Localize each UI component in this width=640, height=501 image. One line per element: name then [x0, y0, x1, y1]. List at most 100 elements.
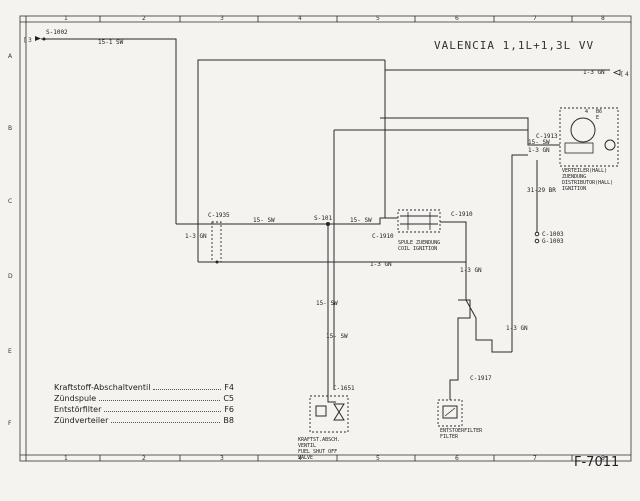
legend-name: Zündverteiler [54, 416, 109, 425]
distributor-cap [570, 117, 596, 143]
wire-coil-feed [384, 60, 398, 219]
node-label-c1910a: C-1910 [451, 211, 473, 218]
distributor-component: 4 B6 E VERTEILER(HALL) ZUENDUNG DISTRIBU… [559, 107, 619, 192]
row-label: C [8, 198, 12, 205]
wire-filter-a [449, 299, 471, 400]
row-label: F [8, 420, 12, 427]
wire-label: 1-3 GN [185, 233, 207, 240]
ref-right-bracket: [ [621, 71, 623, 78]
ref-right-arrowhead [612, 69, 621, 76]
column-ticks [99, 16, 573, 461]
column-labels-top: 1 2 3 4 5 6 7 8 [64, 15, 605, 22]
node-label-s1002: S-1002 [46, 29, 68, 36]
valve-coil [315, 405, 327, 417]
coil-box [397, 209, 441, 233]
valve-box [309, 395, 349, 433]
row-label: B [8, 125, 12, 132]
ground-terminal-1 [534, 231, 540, 237]
ref-arrow-right: [ 4 [612, 69, 629, 78]
wire-label: 15- SW [350, 217, 372, 224]
col-label: 6 [455, 15, 459, 22]
wire-label: 31-29 BR [527, 187, 556, 194]
wire-1-3-gn-mid [198, 261, 467, 300]
node-label-c1910b: C-1910 [372, 233, 394, 240]
row-label: E [8, 348, 12, 355]
wire-filter-b [465, 299, 512, 353]
legend-leader [99, 393, 221, 401]
node-label-c1917: C-1917 [470, 375, 492, 382]
col-label: 1 [64, 455, 68, 462]
row-label: D [8, 273, 13, 280]
coil-label-en: COIL IGNITION [398, 246, 437, 252]
wire-label: 1-3 GN [460, 267, 482, 274]
col-label: 3 [220, 455, 224, 462]
col-label: 6 [455, 455, 459, 462]
wire-label: 15- SW [253, 217, 275, 224]
node-s1002-dot [42, 37, 46, 41]
filter-element [442, 405, 458, 419]
distributor-hall [564, 142, 594, 154]
legend-name: Entstörfilter [54, 405, 102, 414]
col-label: 4 [298, 455, 302, 462]
wire-15-sw-dist [380, 117, 560, 146]
distributor-pin: B6 [596, 109, 602, 115]
distributor-label: DISTRIBUTOR(HALL) [562, 180, 613, 186]
col-label: 3 [220, 15, 224, 22]
legend-code: B8 [223, 416, 234, 425]
col-label: 2 [142, 15, 146, 22]
distributor-box [559, 107, 619, 167]
valve-symbol [333, 403, 345, 421]
legend-row: Zündverteiler B8 [54, 415, 234, 426]
legend-row: Kraftstoff-Abschaltventil F4 [54, 382, 234, 393]
distributor-pin: E [596, 115, 599, 121]
wire-labels: 15-1 SW 1-3 GN 15- SW 15- SW 1-3 GN 1-3 … [98, 39, 605, 340]
distributor-pin: 4 [585, 109, 588, 115]
ref-left-bracket: [ [24, 37, 26, 44]
wire-1-3-gn-a [197, 59, 385, 262]
col-label: 8 [601, 455, 605, 462]
col-label: 7 [533, 455, 537, 462]
filter-label: ENTSTOERFILTER [440, 428, 483, 434]
wire-label: 1-3 GN [370, 261, 392, 268]
legend-leader [104, 404, 222, 412]
col-label: 5 [376, 455, 380, 462]
ref-left-number: 3 [28, 37, 32, 44]
legend-name: Kraftstoff-Abschaltventil [54, 383, 151, 392]
col-label: 5 [376, 15, 380, 22]
connector-c1935-box [211, 221, 222, 263]
col-label: 7 [533, 15, 537, 22]
node-label-c1651: C-1651 [333, 385, 355, 392]
legend-name: Zündspule [54, 394, 97, 403]
legend-code: C5 [223, 394, 234, 403]
ref-left-arrowhead [35, 36, 41, 41]
wire-label: 1-3 GN [506, 325, 528, 332]
wire-15-1-sw [41, 38, 177, 224]
node-labels: S-1002 S-101 C-1935 C-1910 C-1910 C-1913… [46, 29, 564, 392]
legend-code: F6 [224, 405, 234, 414]
coil-component: SPULE ZUENDUNG COIL IGNITION [397, 209, 441, 252]
wire-label: 15- SW [326, 333, 348, 340]
filter-component: ENTSTOERFILTER FILTER [437, 399, 483, 440]
col-label: 2 [142, 455, 146, 462]
row-label: A [8, 53, 13, 60]
wire-label: 1-3 GN [528, 147, 550, 154]
node-label-s101: S-101 [314, 215, 332, 222]
legend-code: F4 [224, 383, 234, 392]
valve-component: KRAFTST.ABSCH. VENTIL FUEL SHUT OFF VALV… [298, 395, 349, 461]
node-label-c1003: C-1003 [542, 231, 564, 238]
legend-leader [153, 382, 222, 390]
col-label: 8 [601, 15, 605, 22]
wire-1-3-gn-top [384, 60, 610, 71]
valve-label: VENTIL [298, 443, 316, 449]
col-label: 1 [64, 15, 68, 22]
row-labels: A B C D E F [8, 53, 13, 427]
wire-label: 1-3 GN [583, 69, 605, 76]
wire-label: 15- SW [316, 300, 338, 307]
filter-box [437, 399, 463, 427]
diagram-code: F-7011 [574, 455, 619, 470]
valve-label: KRAFTST.ABSCH. [298, 437, 340, 443]
wires [41, 37, 610, 403]
distributor-label: ZUENDUNG [562, 174, 586, 180]
ground-terminals [534, 231, 540, 244]
